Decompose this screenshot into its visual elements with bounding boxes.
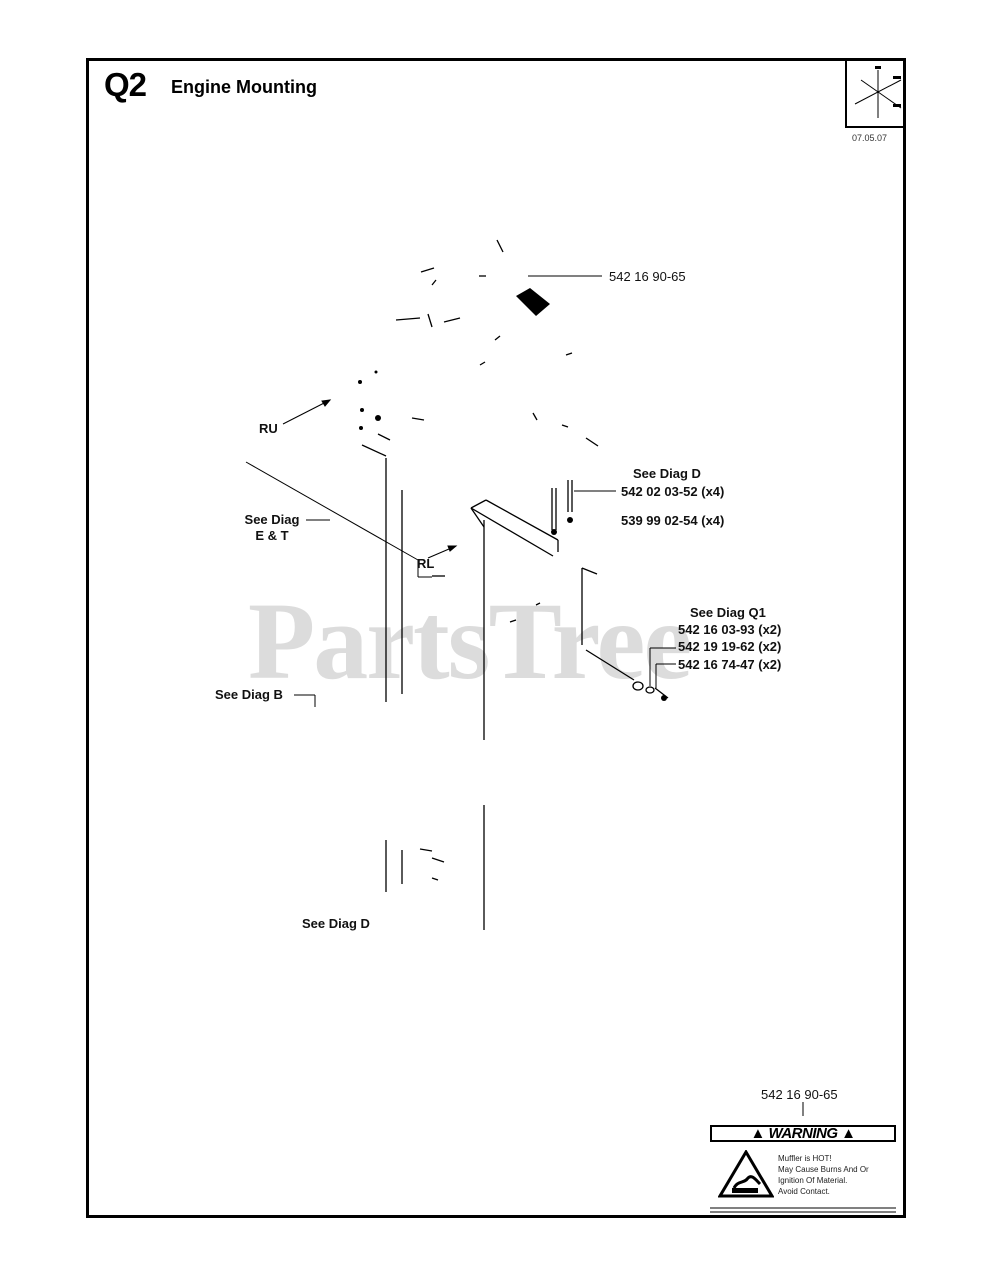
orientation-axes-icon (854, 66, 902, 118)
callout-nut-part: 539 99 02-54 (x4) (621, 513, 725, 528)
callout-see-diag-e-t-line2: E & T (255, 528, 289, 543)
warning-banner: ▲ WARNING ▲ (710, 1125, 896, 1142)
callout-see-diag-b: See Diag B (215, 687, 283, 702)
watermark: PartsTree (248, 580, 692, 702)
orientation-box (845, 58, 906, 128)
callout-bolt-part: 542 02 03-52 (x4) (621, 484, 725, 499)
warning-line: Muffler is HOT! (778, 1154, 832, 1163)
page-title: Engine Mounting (171, 77, 317, 97)
callout-q1-part-1: 542 16 03-93 (x2) (678, 622, 782, 637)
callout-q1-part-3: 542 16 74-47 (x2) (678, 657, 782, 672)
warning-line: Ignition Of Material. (778, 1176, 848, 1185)
callout-rl: RL (417, 556, 435, 571)
warning-line: Avoid Contact. (778, 1187, 830, 1196)
warning-line: May Cause Burns And Or (778, 1165, 869, 1174)
page-frame (86, 58, 906, 1218)
hot-surface-icon (718, 1150, 774, 1198)
warning-heading: WARNING (768, 1125, 839, 1142)
callout-ru: RU (259, 421, 278, 436)
callout-see-diag-q1: See Diag Q1 (690, 605, 766, 620)
callout-see-diag-d-upper: See Diag D (633, 466, 701, 481)
callout-decal-part: 542 16 90-65 (761, 1087, 838, 1102)
warning-triangle-icon: ▲ (750, 1125, 765, 1142)
callout-see-diag-e-t-line1: See Diag (244, 512, 300, 527)
warning-text: Muffler is HOT! May Cause Burns And Or I… (778, 1153, 869, 1197)
page-code: Q2 (104, 66, 147, 103)
callout-see-diag-d-lower: See Diag D (302, 916, 370, 931)
revision-date: 07.05.07 (852, 133, 888, 143)
callout-top-part: 542 16 90-65 (609, 269, 686, 284)
warning-triangle-icon: ▲ (841, 1125, 856, 1142)
callout-q1-part-2: 542 19 19-62 (x2) (678, 639, 782, 654)
